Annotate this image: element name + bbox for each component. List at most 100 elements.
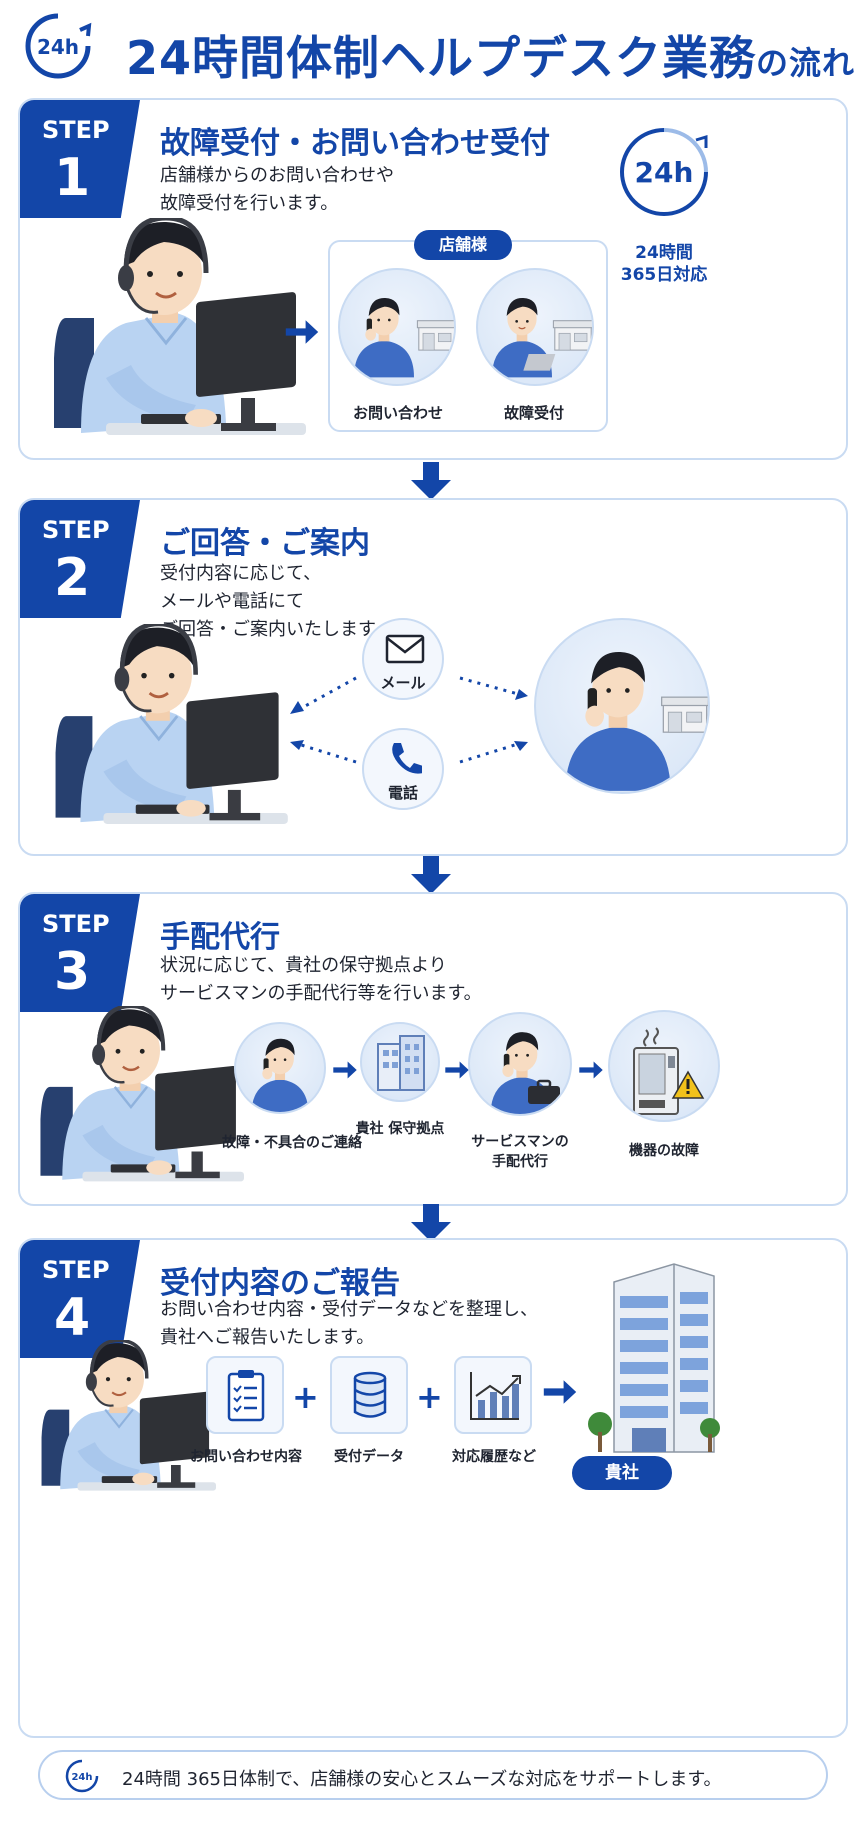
- operator-illustration: [48, 624, 288, 836]
- operator-illustration: [36, 1340, 216, 1500]
- operator-illustration: [34, 1006, 244, 1192]
- step4-desc-line: 貴社へご報告いたします。: [160, 1327, 375, 1348]
- step2-badge-label: STEP: [42, 516, 110, 544]
- step2-badge-number: 2: [54, 548, 91, 608]
- step1-title: 故障受付・お問い合わせ受付: [160, 126, 550, 161]
- serviceman-circle: [468, 1012, 572, 1116]
- plus-icon: +: [416, 1378, 443, 1416]
- base-circle: [360, 1022, 440, 1102]
- vending-machine-icon: [633, 1027, 705, 1115]
- step3-title: 手配代行: [160, 920, 280, 955]
- step1-badge-number: 1: [54, 148, 91, 208]
- header-badge-text: 24h: [37, 35, 79, 59]
- company-label: 貴社: [572, 1456, 672, 1490]
- right-arrow-icon: [332, 1060, 358, 1080]
- clock-text: 24h: [635, 156, 694, 189]
- page-title: 24時間体制ヘルプデスク業務の流れ: [126, 22, 855, 88]
- right-arrow-icon: [578, 1060, 604, 1080]
- caption-received-data: 受付データ: [334, 1449, 404, 1465]
- database-icon: [353, 1371, 387, 1418]
- mail-label: メール: [380, 674, 426, 692]
- plus-icon: +: [292, 1378, 319, 1416]
- footer-clock-icon: 24h: [64, 1758, 100, 1794]
- data-tile: [330, 1356, 408, 1434]
- step1-badge-label: STEP: [42, 116, 110, 144]
- right-arrow-icon: [284, 318, 320, 346]
- step4-desc: お問い合わせ内容・受付データなどを整理し、 貴社へご報告いたします。: [160, 1296, 538, 1352]
- down-arrow-icon: [409, 462, 453, 502]
- building-icon: [377, 1035, 425, 1091]
- step3-badge: STEP 3: [20, 894, 140, 1012]
- step1-desc: 店舗様からのお問い合わせや 故障受付を行います。: [160, 162, 394, 218]
- step3-desc-line: 状況に応じて、貴社の保守拠点より: [160, 955, 447, 976]
- clock-caption-line: 24時間: [635, 243, 693, 263]
- phone-label: 電話: [387, 784, 418, 802]
- right-arrow-icon: [444, 1060, 470, 1080]
- step2-desc-line: メールや電話にて: [160, 591, 304, 612]
- page-title-suffix: の流れ: [756, 44, 856, 82]
- customer-circle: [534, 618, 710, 794]
- dotted-arrows: [290, 676, 528, 764]
- step3-desc: 状況に応じて、貴社の保守拠点より サービスマンの手配代行等を行います。: [160, 952, 482, 1008]
- clipboard-icon: [227, 1370, 265, 1422]
- company-building-icon: [588, 1263, 720, 1453]
- caption-contact: 故障・不具合のご連絡: [222, 1135, 362, 1151]
- step4-badge-number: 4: [54, 1288, 91, 1348]
- step4-card: STEP 4 受付内容のご報告 お問い合わせ内容・受付データなどを整理し、 貴社…: [18, 1238, 848, 1738]
- caption-history: 対応履歴など: [452, 1449, 536, 1465]
- step4-badge-label: STEP: [42, 1256, 110, 1284]
- step4-badge: STEP 4: [20, 1240, 140, 1358]
- caption-machine: 機器の故障: [629, 1143, 699, 1159]
- shop-icon: [660, 692, 710, 734]
- caption-inquiry: お問い合わせ: [352, 404, 443, 422]
- mail-circle: メール: [362, 618, 444, 700]
- step2-title: ご回答・ご案内: [160, 526, 370, 561]
- step4-title: 受付内容のご報告: [160, 1266, 400, 1301]
- caption-serviceman: サービスマンの 手配代行: [464, 1132, 576, 1172]
- phone-icon: [392, 743, 422, 774]
- step4-desc-line: お問い合わせ内容・受付データなどを整理し、: [160, 1299, 538, 1320]
- step1-card: STEP 1 故障受付・お問い合わせ受付 店舗様からのお問い合わせや 故障受付を…: [18, 98, 848, 460]
- caption-serviceman-line: サービスマンの: [471, 1134, 569, 1150]
- page-title-main: 24時間体制ヘルプデスク業務: [126, 31, 757, 85]
- down-arrow-icon: [409, 856, 453, 896]
- clock-caption-line: 365日対応: [620, 265, 708, 285]
- step3-badge-number: 3: [54, 942, 91, 1002]
- step1-desc-line: 故障受付を行います。: [160, 193, 339, 214]
- step2-desc-line: ご回答・ご案内いたします。: [160, 619, 393, 640]
- phone-circle: 電話: [362, 728, 444, 810]
- inquiry-tile: [206, 1356, 284, 1434]
- step2-card: STEP 2 ご回答・ご案内 受付内容に応じて、 メールや電話にて ご回答・ご案…: [18, 498, 848, 856]
- step1-desc-line: 店舗様からのお問い合わせや: [160, 165, 394, 186]
- briefcase-icon: [528, 1079, 560, 1104]
- caption-serviceman-line: 手配代行: [492, 1154, 548, 1170]
- caption-inquiry-content: お問い合わせ内容: [190, 1449, 302, 1465]
- mail-icon: [385, 634, 425, 664]
- step3-badge-label: STEP: [42, 910, 110, 938]
- chart-icon: [470, 1372, 521, 1420]
- store-fault-circle: [476, 268, 594, 386]
- shop-icon: [552, 316, 594, 352]
- clock-caption: 24時間 365日対応: [608, 242, 720, 286]
- contact-circle: [234, 1022, 326, 1114]
- store-inquiry-circle: [338, 268, 456, 386]
- footer-text: 24時間 365日体制で、店舗様の安心とスムーズな対応をサポートします。: [122, 1769, 722, 1790]
- right-arrow-icon: [542, 1378, 578, 1406]
- step3-desc-line: サービスマンの手配代行等を行います。: [160, 983, 482, 1004]
- history-tile: [454, 1356, 532, 1434]
- machine-circle: [608, 1010, 720, 1122]
- step2-desc-line: 受付内容に応じて、: [160, 563, 322, 584]
- store-panel-label: 店舗様: [414, 230, 512, 260]
- step2-badge: STEP 2: [20, 500, 140, 618]
- footer-badge-text: 24h: [71, 1772, 92, 1783]
- caption-fault: 故障受付: [503, 404, 564, 422]
- shop-icon: [416, 316, 456, 352]
- step2-desc: 受付内容に応じて、 メールや電話にて ご回答・ご案内いたします。: [160, 560, 392, 644]
- footer-banner: 24h 24時間 365日体制で、店舗様の安心とスムーズな対応をサポートします。: [38, 1750, 828, 1800]
- clock-24h-icon: 24h: [614, 122, 714, 222]
- caption-base: 貴社 保守拠点: [355, 1121, 445, 1137]
- step1-badge: STEP 1: [20, 100, 140, 218]
- header-badge-icon: 24h: [22, 10, 94, 82]
- step3-card: STEP 3 手配代行 状況に応じて、貴社の保守拠点より サービスマンの手配代行…: [18, 892, 848, 1206]
- operator-illustration: [46, 218, 306, 448]
